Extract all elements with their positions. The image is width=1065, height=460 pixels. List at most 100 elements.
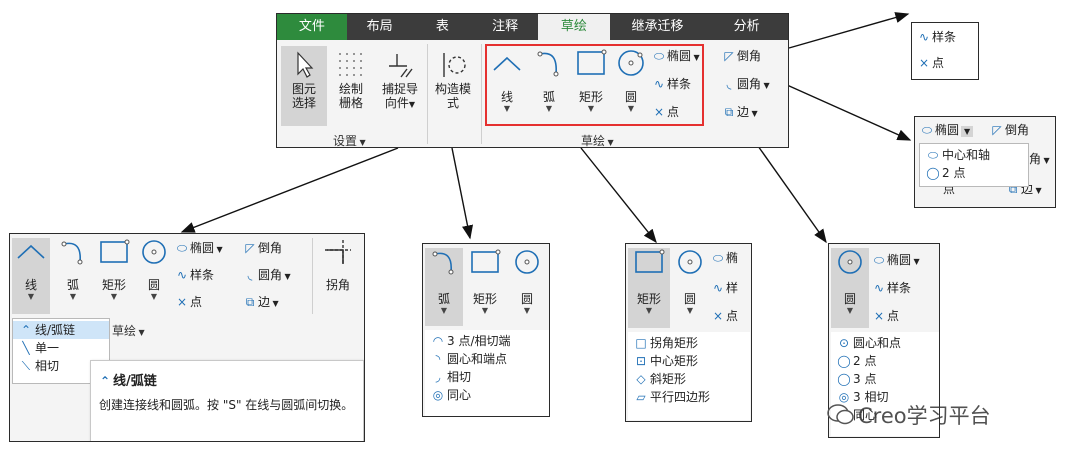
menu-item-line-arc-chain[interactable]: ⌃线/弧链 — [13, 321, 109, 339]
menu-item-two-point-circle[interactable]: ◯2 点 — [831, 352, 939, 370]
tab-analysis[interactable]: 分析 — [733, 19, 760, 34]
chamfer-button[interactable]: ◸倒角 — [721, 48, 761, 64]
line-button[interactable]: 线 ▼ — [12, 238, 50, 314]
menu-item-center-axis[interactable]: ⬭中心和轴 — [920, 146, 1028, 164]
construction-mode-button[interactable]: 构造模式 — [429, 46, 477, 126]
select-entity-button[interactable]: 图元选择 — [281, 46, 327, 126]
menu-item-center-end-arc[interactable]: ◝圆心和端点 — [425, 350, 549, 368]
dropdown-caret-icon: ▼ — [627, 104, 635, 113]
fillet-icon: ◟ — [726, 77, 732, 91]
menu-item-single-line[interactable]: ╲单一 — [13, 339, 109, 357]
menu-item-three-point-arc[interactable]: ◠3 点/相切端 — [425, 332, 549, 350]
ribbon-tabs: 文件 布局 表 注释 草绘 继承迁移 分析 — [277, 14, 788, 40]
menu-item-tangent-arc[interactable]: ◞相切 — [425, 368, 549, 386]
circle-button[interactable]: 圆 ▼ — [672, 248, 708, 328]
grid-icon — [339, 53, 362, 76]
point-button[interactable]: ×点 — [710, 308, 738, 324]
ellipse-icon: ⬭ — [176, 241, 188, 255]
dropdown-caret-icon: ▼ — [749, 109, 758, 118]
dropdown-caret-icon: ▼ — [270, 299, 279, 308]
group-divider — [427, 44, 428, 144]
arc-icon — [61, 241, 83, 265]
menu-item-tangent-line[interactable]: ⟍相切 — [13, 357, 109, 375]
arc-button[interactable]: 弧 ▼ — [425, 248, 463, 326]
spline-button[interactable]: ∿样条 — [871, 280, 911, 296]
tab-file[interactable]: 文件 — [277, 14, 347, 40]
corner-trim-icon — [325, 240, 351, 264]
spline-icon: ∿ — [712, 281, 724, 295]
menu-item-center-rectangle[interactable]: ⊡中心矩形 — [628, 352, 750, 370]
point-button[interactable]: ×点 — [871, 308, 899, 324]
ellipse-button[interactable]: ⬭椭圆▼ — [919, 122, 974, 140]
circle-button[interactable]: 圆 ▼ — [831, 248, 869, 328]
menu-item-three-tangent-circle[interactable]: ◎3 相切 — [831, 388, 939, 406]
menu-item-center-point-circle[interactable]: ⊙圆心和点 — [831, 334, 939, 352]
edge-button[interactable]: ⧉边 ▼ — [721, 104, 758, 122]
ellipse-button[interactable]: ⬭椭圆 ▼ — [651, 48, 700, 66]
snap-guide-button[interactable]: 捕捉导向件▼ — [375, 46, 425, 126]
line-chain-icon: ⌃ — [20, 323, 32, 337]
spline-button[interactable]: ∿样条 — [651, 76, 691, 92]
circle-button[interactable]: 圆 ▼ — [136, 238, 172, 314]
ellipse-button-partial[interactable]: ⬭椭 — [710, 250, 738, 266]
main-ribbon: 文件 布局 表 注释 草绘 继承迁移 分析 图元选择 绘制栅格 捕捉导向件▼ — [276, 13, 789, 148]
arc-button[interactable]: 弧 ▼ — [54, 238, 92, 314]
ellipse-button[interactable]: ⬭椭圆 ▼ — [871, 252, 920, 270]
point-button[interactable]: ×点 — [916, 55, 944, 71]
chamfer-button[interactable]: ◸倒角 — [242, 240, 282, 256]
spline-button[interactable]: ∿样条 — [916, 29, 956, 45]
tab-layout[interactable]: 布局 — [366, 19, 393, 34]
point-button[interactable]: ×点 — [651, 104, 679, 120]
draw-grid-button[interactable]: 绘制栅格 — [329, 46, 373, 126]
circle-button[interactable]: 圆 ▼ — [613, 48, 649, 128]
edge-icon: ⧉ — [245, 295, 255, 309]
center-point-circle-icon: ⊙ — [838, 336, 850, 350]
dropdown-caret-icon: ▼ — [69, 292, 77, 301]
three-tangent-circle-icon: ◎ — [838, 390, 850, 404]
line-chain-icon: ⌃ — [99, 374, 111, 388]
chamfer-button[interactable]: ◸倒角 — [989, 122, 1029, 138]
fillet-button[interactable]: ◟圆角 ▼ — [721, 76, 770, 94]
setup-group-label[interactable]: 设置 ▼ — [333, 134, 366, 148]
spline-button-partial[interactable]: ∿样 — [710, 280, 738, 296]
fillet-button[interactable]: ◟圆角 ▼ — [242, 267, 291, 285]
tab-sketch[interactable]: 草绘 — [538, 14, 610, 40]
ellipse-button[interactable]: ⬭椭圆 ▼ — [174, 240, 223, 258]
rectangle-button[interactable]: 矩形 ▼ — [571, 48, 611, 128]
tab-legacy-migration[interactable]: 继承迁移 — [631, 19, 684, 34]
tab-annotate[interactable]: 注释 — [492, 19, 519, 34]
group-divider — [481, 44, 482, 144]
arrow-to-arc-popup — [451, 147, 474, 240]
point-icon: × — [712, 309, 724, 323]
tangent-arc-icon: ◞ — [435, 370, 441, 384]
corner-button[interactable]: 拐角 — [316, 238, 360, 314]
chamfer-icon: ◸ — [724, 49, 734, 63]
rectangle-button[interactable]: 矩形 ▼ — [628, 248, 670, 328]
fillet-icon: ◟ — [247, 268, 253, 282]
circle-button[interactable]: 圆 ▼ — [509, 248, 545, 326]
ellipse-icon: ⬭ — [873, 253, 885, 267]
arc-button[interactable]: 弧 ▼ — [529, 48, 569, 128]
menu-item-concentric-arc[interactable]: ◎同心 — [425, 386, 549, 404]
sketch-group-label[interactable]: 草绘 ▼ — [581, 134, 614, 148]
arc-dropdown-menu: ◠3 点/相切端 ◝圆心和端点 ◞相切 ◎同心 — [425, 330, 549, 416]
dropdown-caret-icon: ▼ — [110, 292, 118, 301]
line-button[interactable]: 线 ▼ — [487, 48, 527, 128]
menu-item-three-point-circle[interactable]: ◯3 点 — [831, 370, 939, 388]
spline-button[interactable]: ∿样条 — [174, 267, 214, 283]
sketch-group-label[interactable]: 草绘 ▼ — [112, 324, 145, 338]
edge-button[interactable]: ⧉边 ▼ — [242, 294, 279, 312]
menu-item-two-point[interactable]: ◯2 点 — [920, 164, 1028, 182]
menu-item-parallelogram[interactable]: ▱平行四边形 — [628, 388, 750, 406]
ellipse-popup: ⬭椭圆▼ ◸倒角 角 ▼ 点 ⧉边 ▼ ⬭中心和轴 ◯2 点 — [914, 116, 1056, 208]
line-popup: 线 ▼ 弧 ▼ 矩形 ▼ 圆 ▼ ⬭椭圆 ▼ ∿样条 ×点 ◸倒角 ◟圆角 ▼ … — [9, 233, 365, 442]
rectangle-button[interactable]: 矩形 ▼ — [465, 248, 505, 326]
rectangle-button[interactable]: 矩形 ▼ — [94, 238, 134, 314]
menu-item-slanted-rectangle[interactable]: ◇斜矩形 — [628, 370, 750, 388]
point-icon: × — [873, 309, 885, 323]
point-button[interactable]: ×点 — [174, 294, 202, 310]
tab-table[interactable]: 表 — [435, 19, 449, 34]
menu-item-corner-rectangle[interactable]: □拐角矩形 — [628, 334, 750, 352]
line-chain-icon — [493, 56, 521, 71]
